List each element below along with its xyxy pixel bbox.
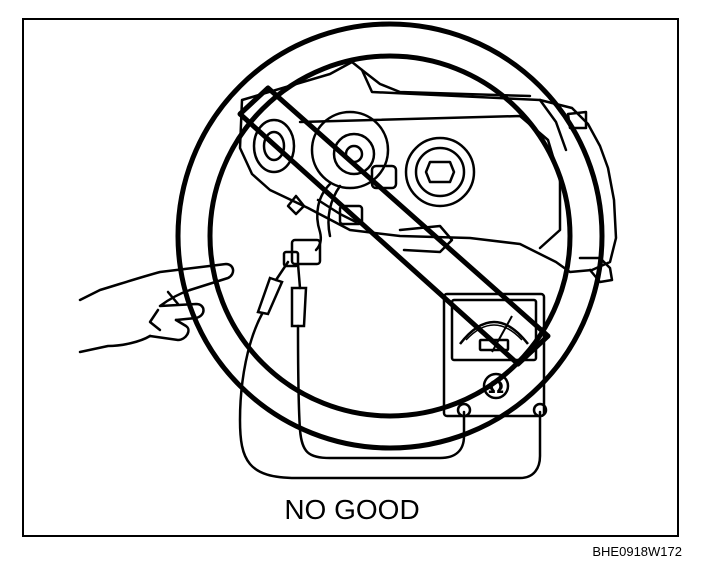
test-probe-icon — [238, 260, 542, 480]
figure-code: BHE0918W172 — [592, 544, 682, 559]
no-symbol-icon — [175, 21, 605, 451]
headlight-assembly-icon — [238, 60, 618, 284]
caption-no-good: NO GOOD — [284, 494, 420, 525]
hand-icon — [78, 262, 235, 354]
figure-frame — [22, 18, 679, 537]
connector-icon — [282, 238, 322, 268]
